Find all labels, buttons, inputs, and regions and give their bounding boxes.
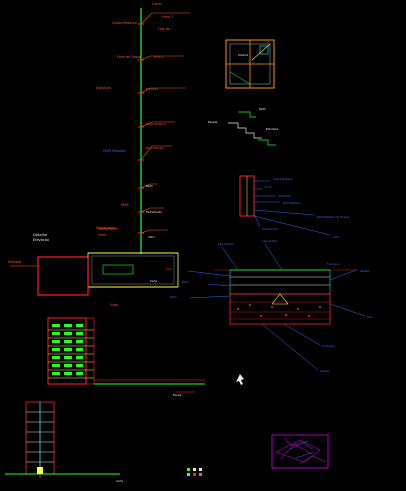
base-callout-right-2: Vidro: [98, 233, 106, 237]
tower-callout-chapa: Chapa Metalica: [112, 21, 137, 25]
tower-note-right-1: Forro 1: [154, 55, 163, 59]
foundation-label-far-right: Sapata: [360, 269, 369, 273]
tower-callout-estrutura: Estrutura: [96, 86, 111, 90]
tower-callout-perfil: Perfil: [121, 203, 129, 207]
left-tall-elevation: [138, 8, 190, 254]
lower-left-elevation: Corte: [5, 401, 123, 483]
right-callout-perfil: Perfil Metalico: [283, 201, 302, 205]
foundation-label-viga: Vigas: [165, 267, 173, 271]
tower-note-right-6: Fechamento: [146, 210, 162, 214]
foundation-label-laje: Laje de Piso: [218, 242, 234, 246]
right-callout-fechamento: Fechamento: [262, 227, 278, 231]
tower-callout-forro: Forro de Gesso: [117, 55, 141, 59]
tower-callout-perfil-metalico: Perfil Metalico: [103, 149, 125, 153]
elevation-caption: Escala: [173, 393, 182, 397]
tower-base-section: Fachada Detalhe Elevacao Fechamento Vidr…: [8, 227, 179, 296]
stair-label-left: Escada: [208, 120, 218, 124]
right-callout-fixacao: Perfil Metalico de Fixacao: [317, 215, 350, 219]
tower-note-right-3: Chapa Metalica: [146, 122, 166, 126]
tower-callouts-right: Forro 1 Estrutura Chapa Metalica Perfil …: [146, 55, 166, 239]
tower-callout-fechamento: Fechamento: [96, 226, 116, 230]
tower-note-right-2: Estrutura: [146, 87, 158, 91]
tower-note-right-7: Vidro: [148, 235, 155, 239]
stair-label-right: Estrutura: [266, 127, 278, 131]
cursor-icon: [236, 374, 244, 385]
right-wall-detail: Chapa Metalica Forro Estrutura Perfil Me…: [239, 175, 350, 239]
foundation-label-top-right: Fundacao: [327, 262, 340, 266]
site-plan-thumbnail: [271, 434, 329, 469]
foundation-label-bottom: Fundacao: [322, 344, 335, 348]
callout-canes: Canes: [152, 2, 162, 6]
foundation-label-bottom-2: Sapata: [320, 369, 329, 373]
top-callouts: Canes Forro 1 Laje de...: [152, 2, 173, 31]
building-elevation-colored: Escala: [47, 317, 205, 397]
lower-elevation-caption: Corte: [116, 479, 123, 483]
foundation-section: Laje de Piso Laje de Piso Vigas Perfil P…: [165, 239, 373, 373]
base-callout-right: Fechamento: [98, 227, 118, 231]
foundation-label-perfil: Perfil: [182, 280, 189, 284]
foundation-label-solo: Solo: [367, 315, 373, 319]
stair-label-top: Perfil: [259, 107, 266, 111]
right-callout-vidro: Vidro: [333, 235, 340, 239]
right-callout-forro: Forro: [265, 185, 272, 189]
base-subtitle: Elevacao: [33, 238, 49, 242]
color-legend-squares: [187, 468, 202, 476]
base-title: Detalhe: [33, 233, 48, 237]
callout-forro-1: Forro 1: [162, 15, 173, 19]
right-callout-chapa: Chapa Metalica: [273, 177, 293, 181]
foundation-label-laje-2: Laje de Piso: [262, 239, 278, 243]
tower-callout-vidro: Vidro: [110, 303, 118, 307]
base-callout-left: Fachada: [8, 260, 21, 264]
foundation-label-perfil-2: Perfil: [170, 295, 177, 299]
top-right-detail-box: Detalhe: [225, 39, 275, 89]
detail-box-title: Detalhe: [238, 53, 249, 57]
right-callout-estrutura: Estrutura: [279, 194, 291, 198]
tower-callouts-left: Chapa Metalica Forro de Gesso Estrutura …: [96, 21, 141, 307]
tower-note-right-4: Perfil Metalico: [146, 146, 165, 150]
stair-detail: Escada Perfil Estrutura: [208, 107, 278, 146]
base-callout-right-3: Corte: [150, 279, 157, 283]
callout-laje: Laje de...: [158, 27, 173, 31]
tower-note-right-5: Perfil: [146, 184, 153, 188]
